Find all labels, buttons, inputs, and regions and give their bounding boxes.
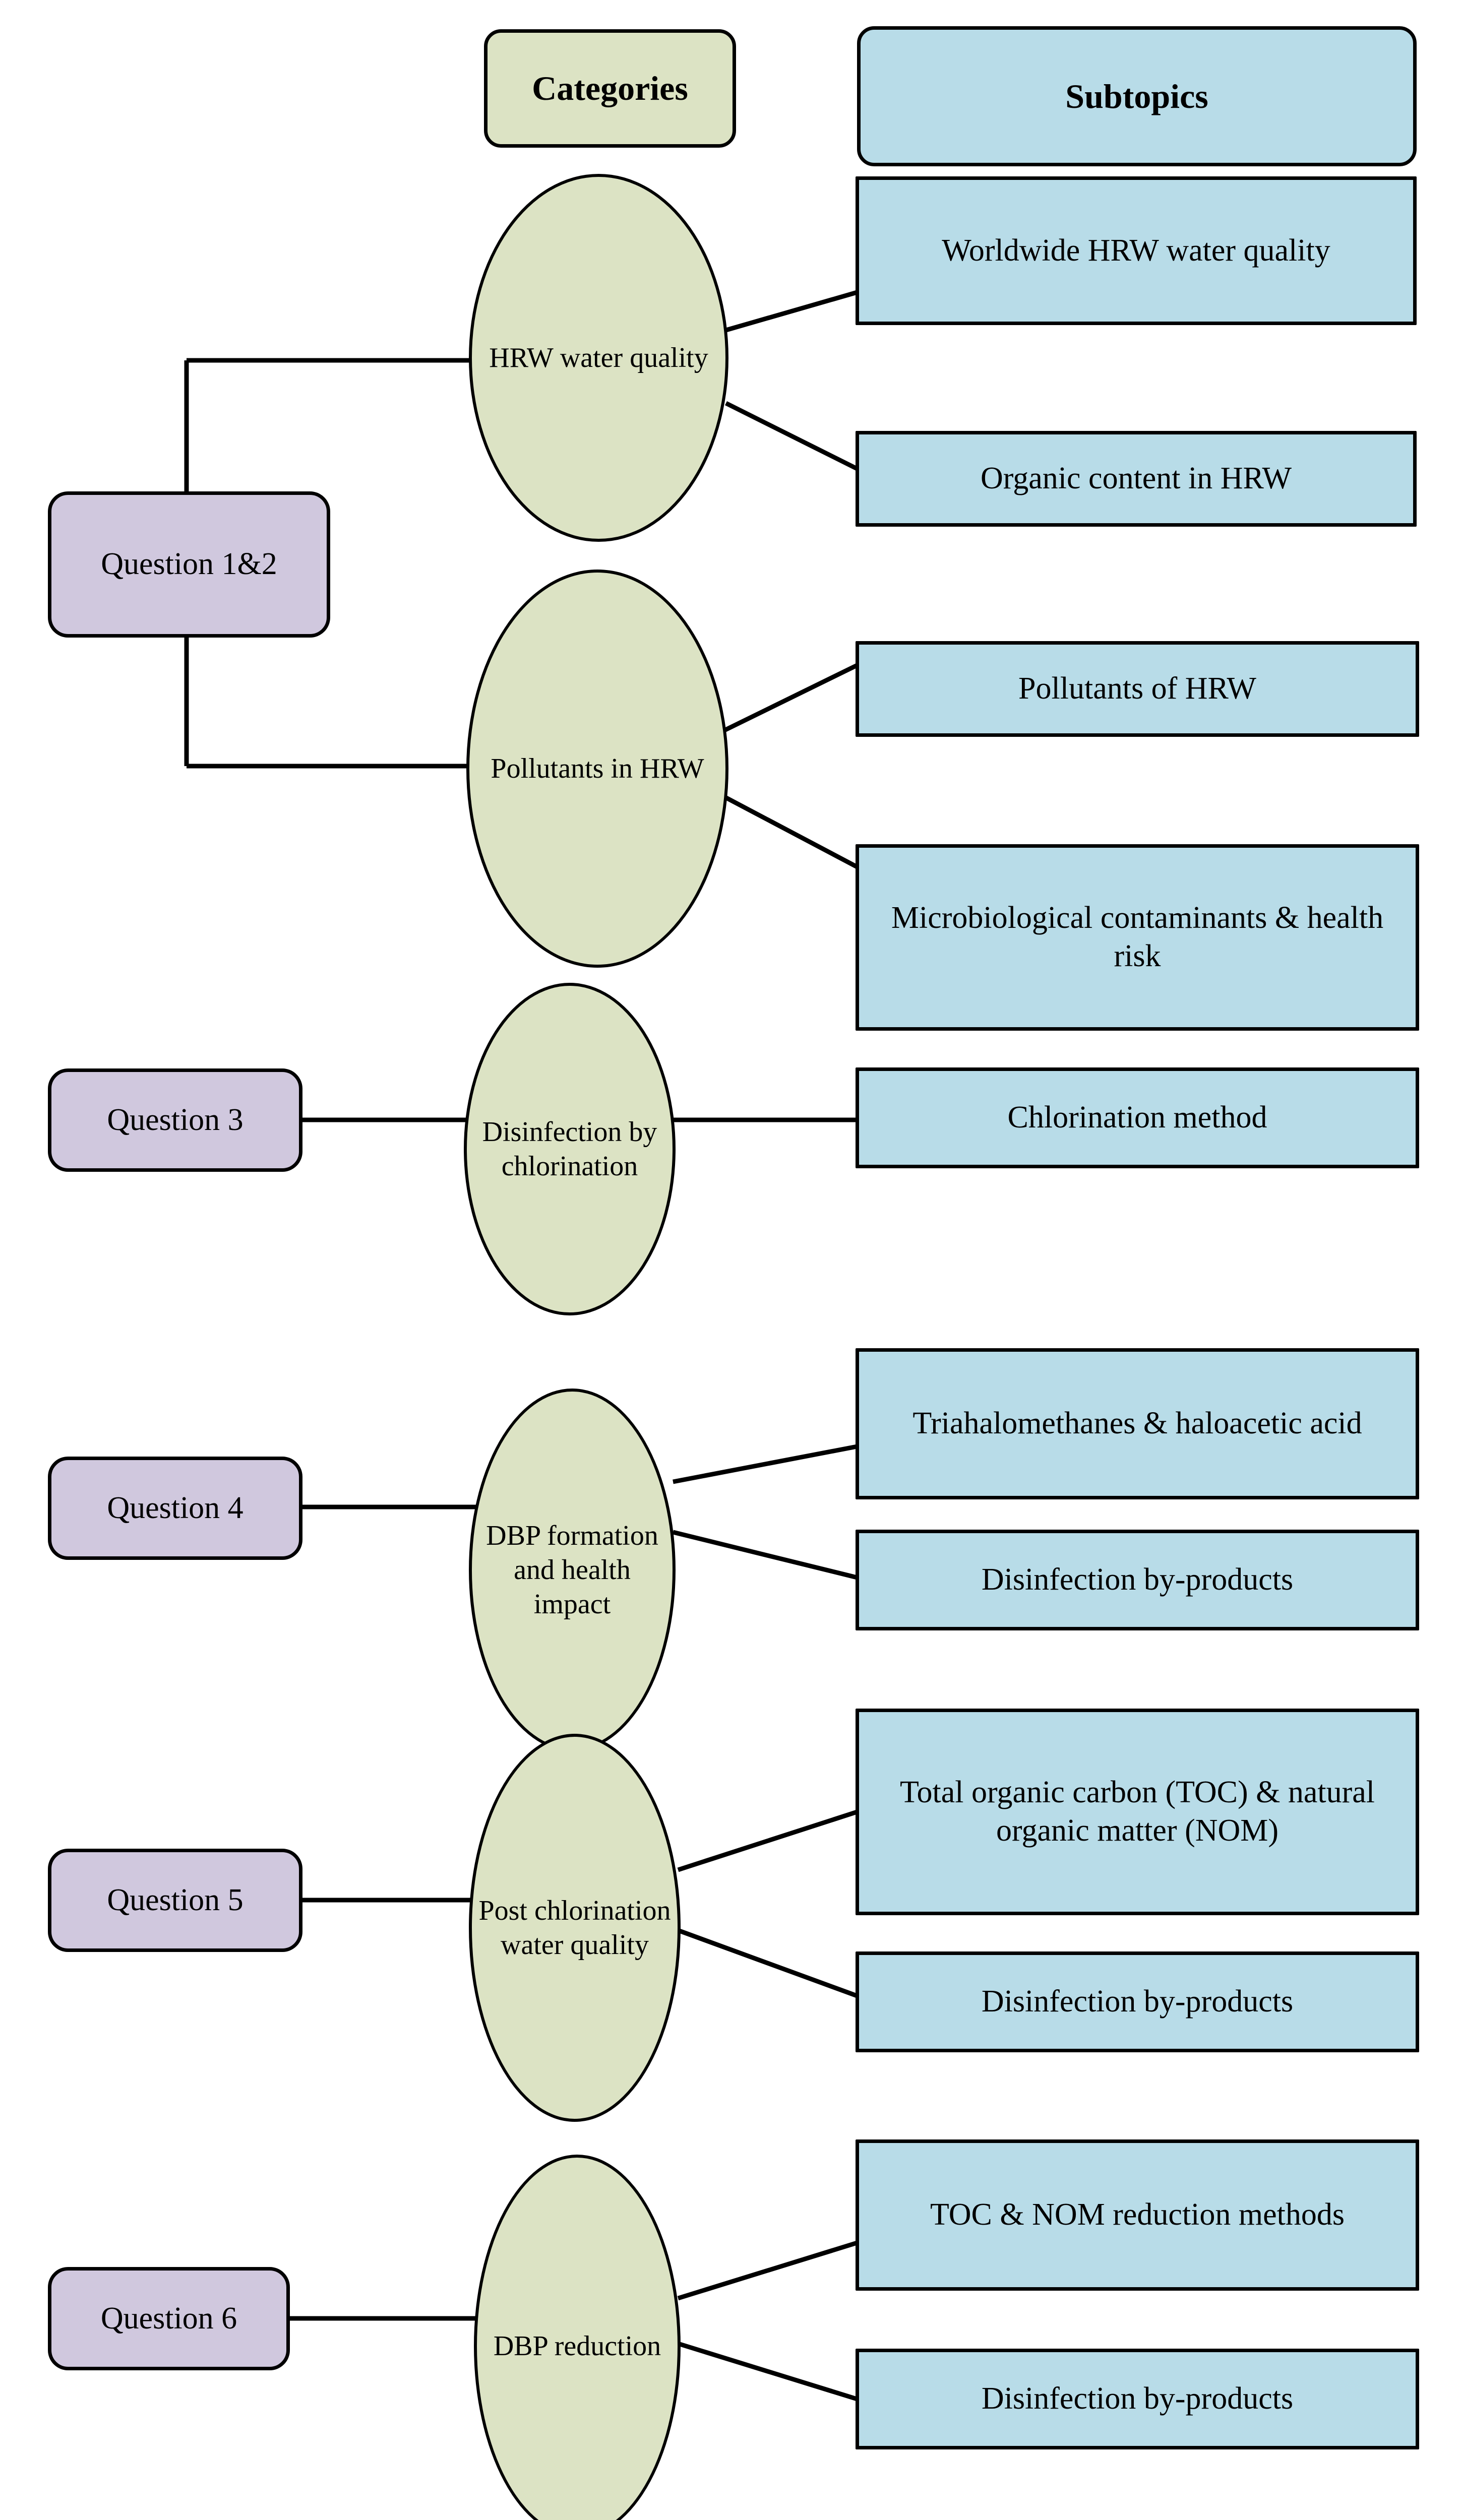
question-box-5[interactable]: Question 5 [48,1849,302,1952]
question-box-4-label: Question 4 [107,1490,243,1525]
category-ellipse-pollutants-in-hrw[interactable]: Pollutants in HRW [466,570,728,968]
edge-dbp-formation-to-dbp [672,1530,858,1580]
subtopic-box-toc-nom-reduction-methods-label: TOC & NOM reduction methods [930,2197,1345,2232]
question-box-1-2-label: Question 1&2 [101,547,277,582]
subtopic-box-pollutants-of-hrw-label: Pollutants of HRW [1018,671,1256,706]
question-box-6[interactable]: Question 6 [48,2267,290,2370]
subtopic-box-toc-nom-label: Total organic carbon (TOC) & natural org… [899,1775,1375,1848]
column-header-subtopics-label: Subtopics [1065,77,1208,115]
subtopic-box-worldwide-hrw-water-quality-label: Worldwide HRW water quality [942,233,1330,268]
edge-dbp-reduction-to-toc-nom-methods [677,2240,858,2301]
subtopic-box-disinfection-by-products-q6[interactable]: Disinfection by-products [856,2349,1419,2449]
subtopic-box-worldwide-hrw-water-quality[interactable]: Worldwide HRW water quality [856,176,1417,325]
subtopic-box-organic-content-in-hrw-label: Organic content in HRW [980,461,1292,496]
category-ellipse-dbp-reduction-label: DBP reduction [493,2330,661,2362]
category-ellipse-pollutants-in-hrw-label: Pollutants in HRW [491,752,704,784]
column-header-subtopics: Subtopics [857,26,1417,166]
subtopic-box-disinfection-by-products-q6-label: Disinfection by-products [981,2381,1294,2416]
subtopic-box-toc-nom-reduction-methods[interactable]: TOC & NOM reduction methods [856,2139,1419,2291]
category-ellipse-dbp-formation-and-health-impact-label: DBP formation and health impact [486,1520,658,1620]
column-header-categories: Categories [484,29,736,148]
category-ellipse-post-chlorination-water-quality-label: Post chlorination water quality [478,1895,671,1961]
subtopic-box-disinfection-by-products-q4[interactable]: Disinfection by-products [856,1530,1419,1630]
category-ellipse-hrw-water-quality[interactable]: HRW water quality [469,174,728,542]
edge-pollutants-to-microbiological [722,794,859,869]
subtopic-box-microbiological-contaminants-label: Microbiological contaminants & health ri… [891,901,1384,973]
column-header-categories-label: Categories [532,69,688,108]
subtopic-box-disinfection-by-products-q5[interactable]: Disinfection by-products [856,1951,1419,2052]
question-box-3[interactable]: Question 3 [48,1068,302,1172]
category-ellipse-disinfection-by-chlorination[interactable]: Disinfection by chlorination [464,983,676,1315]
subtopic-box-disinfection-by-products-q4-label: Disinfection by-products [981,1562,1294,1597]
subtopic-box-organic-content-in-hrw[interactable]: Organic content in HRW [856,431,1417,527]
question-box-3-label: Question 3 [107,1102,243,1137]
question-box-5-label: Question 5 [107,1882,243,1917]
edge-pollutants-to-pollutants-of-hrw [722,663,858,733]
subtopic-box-microbiological-contaminants[interactable]: Microbiological contaminants & health ri… [856,844,1419,1031]
edge-dbp-reduction-to-dbp [677,2341,858,2402]
question-box-6-label: Question 6 [100,2301,237,2336]
subtopic-box-chlorination-method-label: Chlorination method [1007,1100,1267,1135]
subtopic-box-pollutants-of-hrw[interactable]: Pollutants of HRW [856,641,1419,737]
category-ellipse-disinfection-by-chlorination-label: Disinfection by chlorination [482,1116,657,1182]
edge-hrw-to-organic-content [724,401,859,471]
edge-hrw-to-worldwide [725,290,858,333]
edge-dbp-formation-to-thm [673,1444,858,1484]
question-box-1-2[interactable]: Question 1&2 [48,491,330,638]
category-ellipse-hrw-water-quality-label: HRW water quality [489,342,708,373]
subtopic-box-chlorination-method[interactable]: Chlorination method [856,1067,1419,1168]
category-ellipse-post-chlorination-water-quality[interactable]: Post chlorination water quality [469,1734,681,2122]
subtopic-box-toc-nom[interactable]: Total organic carbon (TOC) & natural org… [856,1709,1419,1915]
category-ellipse-dbp-formation-and-health-impact[interactable]: DBP formation and health impact [469,1389,676,1751]
question-box-4[interactable]: Question 4 [48,1457,302,1560]
subtopic-box-disinfection-by-products-q5-label: Disinfection by-products [981,1984,1294,2019]
edge-post-chlorination-to-dbp [677,1928,858,1998]
edge-post-chlorination-to-toc-nom [677,1809,858,1872]
subtopic-box-triahalomethanes-haloacetic-acid[interactable]: Triahalomethanes & haloacetic acid [856,1348,1419,1499]
subtopic-box-triahalomethanes-haloacetic-acid-label: Triahalomethanes & haloacetic acid [912,1406,1362,1441]
category-ellipse-dbp-reduction[interactable]: DBP reduction [474,2155,681,2520]
